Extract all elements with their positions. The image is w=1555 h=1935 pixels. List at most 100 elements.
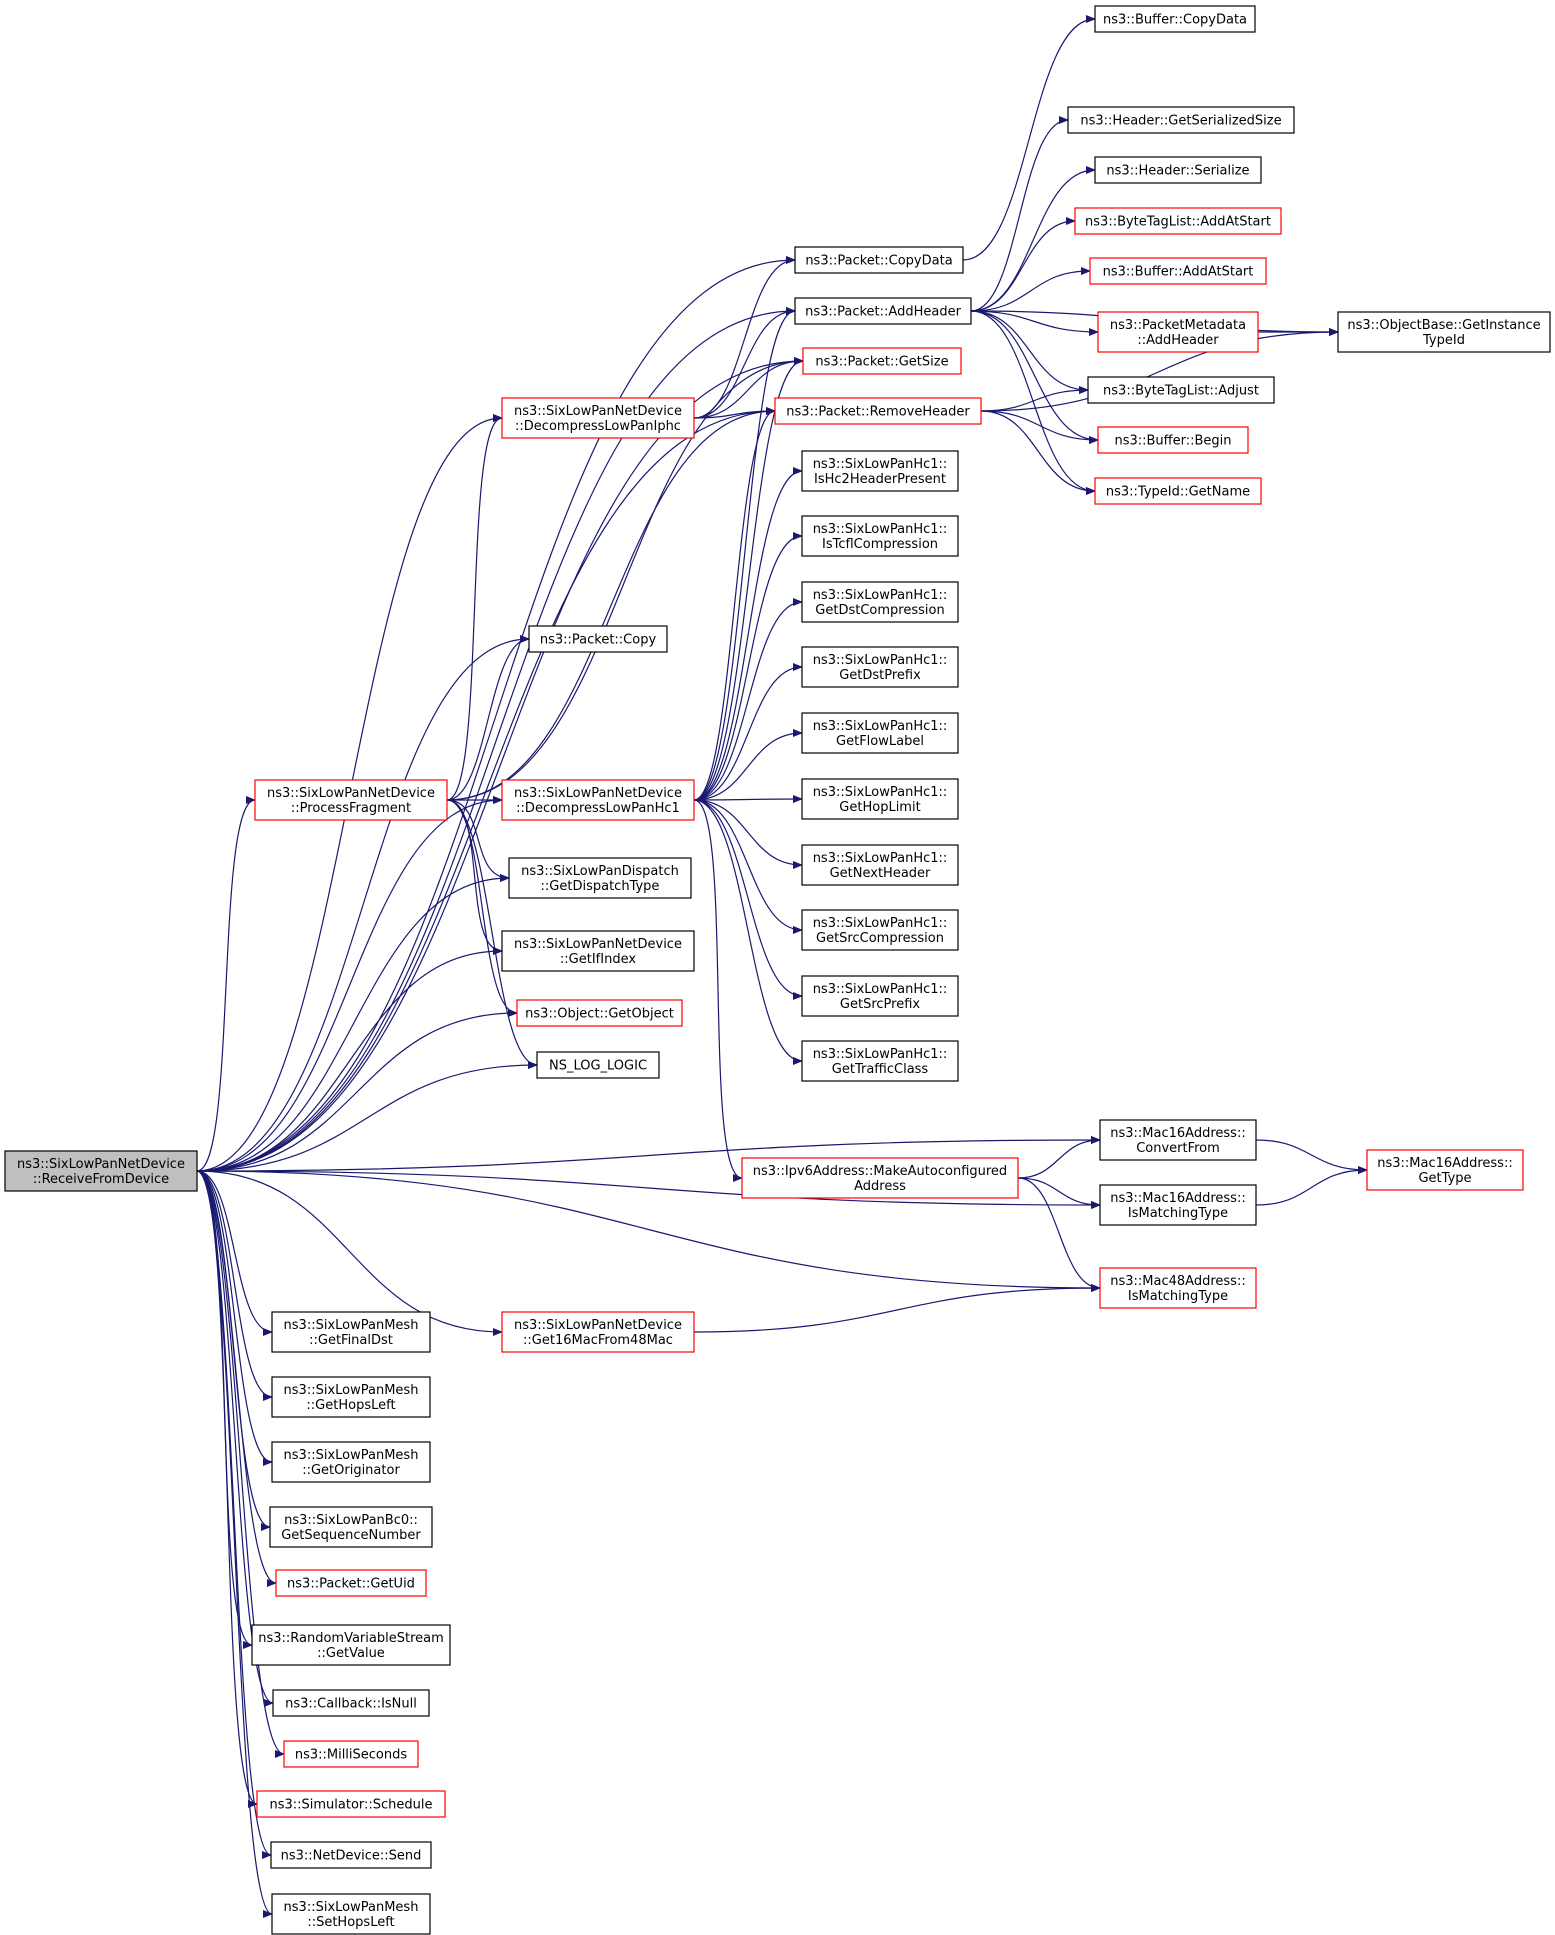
node-packetCopy[interactable]: ns3::Packet::Copy (528, 625, 668, 653)
node-typeIdName[interactable]: ns3::TypeId::GetName (1094, 477, 1262, 505)
node-root[interactable]: ns3::SixLowPanNetDevice::ReceiveFromDevi… (4, 1150, 198, 1192)
node-callbackIsNull[interactable]: ns3::Callback::IsNull (272, 1689, 430, 1717)
node-getDstPrefix[interactable]: ns3::SixLowPanHc1::GetDstPrefix (801, 646, 959, 688)
node-milliSeconds[interactable]: ns3::MilliSeconds (283, 1740, 419, 1768)
node-packetUid[interactable]: ns3::Packet::GetUid (275, 1569, 427, 1597)
edge-decompressHc1-to-isHc2 (693, 467, 803, 801)
node-bufBegin[interactable]: ns3::Buffer::Begin (1097, 426, 1249, 454)
node-removeHeader[interactable]: ns3::Packet::RemoveHeader (774, 397, 982, 425)
node-label-line: ns3::SixLowPanMesh (284, 1383, 419, 1398)
node-btlAddAtStart[interactable]: ns3::ByteTagList::AddAtStart (1074, 207, 1282, 235)
node-pmAddHeader[interactable]: ns3::PacketMetadata::AddHeader (1097, 311, 1259, 353)
node-label-line: ns3::SixLowPanHc1:: (813, 588, 948, 603)
node-mac16GetType[interactable]: ns3::Mac16Address::GetType (1366, 1149, 1524, 1191)
node-getObject[interactable]: ns3::Object::GetObject (516, 999, 683, 1027)
node-label-line: ns3::MilliSeconds (295, 1748, 408, 1763)
node-box (1094, 156, 1262, 184)
node-box (1097, 311, 1259, 353)
node-label-line: GetType (1418, 1171, 1471, 1186)
node-meshFinalDst[interactable]: ns3::SixLowPanMesh::GetFinalDst (271, 1311, 431, 1353)
node-processFragment[interactable]: ns3::SixLowPanNetDevice::ProcessFragment (254, 779, 448, 821)
node-meshOriginator[interactable]: ns3::SixLowPanMesh::GetOriginator (271, 1441, 431, 1483)
node-box (270, 1841, 432, 1869)
node-getTrafficClass[interactable]: ns3::SixLowPanHc1::GetTrafficClass (801, 1040, 959, 1082)
node-box (1099, 1119, 1257, 1161)
node-headerSerialize[interactable]: ns3::Header::Serialize (1094, 156, 1262, 184)
node-box (1087, 376, 1275, 404)
node-box (801, 515, 959, 557)
node-isHc2[interactable]: ns3::SixLowPanHc1::IsHc2HeaderPresent (801, 450, 959, 492)
node-label-line: ns3::Mac16Address:: (1110, 1191, 1245, 1206)
node-label-line: ns3::Packet::GetSize (815, 355, 948, 370)
node-addHeader[interactable]: ns3::Packet::AddHeader (794, 297, 972, 325)
node-label-line: ns3::Header::GetSerializedSize (1080, 114, 1281, 129)
node-btlAdjust[interactable]: ns3::ByteTagList::Adjust (1087, 376, 1275, 404)
node-getHopLimit[interactable]: ns3::SixLowPanHc1::GetHopLimit (801, 778, 959, 820)
node-mac16Matching[interactable]: ns3::Mac16Address::IsMatchingType (1099, 1184, 1257, 1226)
node-label-line: GetDstCompression (815, 603, 944, 618)
node-bufferCopyData[interactable]: ns3::Buffer::CopyData (1094, 5, 1256, 33)
node-meshSetHops[interactable]: ns3::SixLowPanMesh::SetHopsLeft (271, 1893, 431, 1935)
node-meshHopsLeft[interactable]: ns3::SixLowPanMesh::GetHopsLeft (271, 1376, 431, 1418)
node-getSrcComp[interactable]: ns3::SixLowPanHc1::GetSrcCompression (801, 909, 959, 951)
node-box (801, 975, 959, 1017)
edge-decompressHc1-to-getFlowLabel (693, 729, 803, 801)
node-rvsGetValue[interactable]: ns3::RandomVariableStream::GetValue (251, 1624, 451, 1666)
node-label-line: ::GetDispatchType (541, 879, 660, 894)
edge-decompressHc1-to-isTcfl (693, 532, 803, 801)
node-label-line: ::GetValue (317, 1646, 385, 1661)
node-box (269, 1506, 433, 1548)
node-getIfIndex[interactable]: ns3::SixLowPanNetDevice::GetIfIndex (501, 930, 695, 972)
node-label-line: ns3::SixLowPanDispatch (521, 864, 679, 879)
edge-decompressHc1-to-getSize (693, 357, 804, 801)
edge-decompressHc1-to-removeHeader (693, 407, 776, 801)
node-box (516, 999, 683, 1027)
node-getSize[interactable]: ns3::Packet::GetSize (802, 347, 962, 375)
node-getFlowLabel[interactable]: ns3::SixLowPanHc1::GetFlowLabel (801, 712, 959, 754)
edge-processFragment-to-getSize (446, 357, 804, 801)
node-simSchedule[interactable]: ns3::Simulator::Schedule (256, 1790, 446, 1818)
node-get16Mac[interactable]: ns3::SixLowPanNetDevice::Get16MacFrom48M… (501, 1311, 695, 1353)
node-box (4, 1150, 198, 1192)
edge-decompressHc1-to-ipv6Auto (693, 799, 743, 1182)
node-getSrcPrefix[interactable]: ns3::SixLowPanHc1::GetSrcPrefix (801, 975, 959, 1017)
node-decompressIphc[interactable]: ns3::SixLowPanNetDevice::DecompressLowPa… (501, 397, 695, 439)
edge-ipv6Auto-to-mac16Convert (1017, 1136, 1101, 1179)
node-nsLogLogic[interactable]: NS_LOG_LOGIC (536, 1051, 660, 1079)
node-headerSerSize[interactable]: ns3::Header::GetSerializedSize (1067, 106, 1295, 134)
node-decompressHc1[interactable]: ns3::SixLowPanNetDevice::DecompressLowPa… (501, 779, 695, 821)
edge-decompressHc1-to-addHeader (693, 307, 796, 801)
node-label-line: ::DecompressLowPanIphc (515, 419, 681, 434)
node-bufAddAtStart[interactable]: ns3::Buffer::AddAtStart (1089, 257, 1267, 285)
node-mac48Matching[interactable]: ns3::Mac48Address::IsMatchingType (1099, 1267, 1257, 1309)
node-box (1067, 106, 1295, 134)
node-box (801, 844, 959, 886)
edge-root-to-get16Mac (196, 1170, 503, 1336)
edge-decompressHc1-to-getDstPrefix (693, 663, 803, 801)
node-ipv6Auto[interactable]: ns3::Ipv6Address::MakeAutoconfiguredAddr… (741, 1157, 1019, 1199)
node-copyData[interactable]: ns3::Packet::CopyData (794, 246, 964, 274)
node-getDstComp[interactable]: ns3::SixLowPanHc1::GetDstCompression (801, 581, 959, 623)
node-box (1099, 1267, 1257, 1309)
node-isTcfl[interactable]: ns3::SixLowPanHc1::IsTcflCompression (801, 515, 959, 557)
edge-root-to-nsLogLogic (196, 1061, 538, 1172)
edge-root-to-dispatchType (196, 874, 510, 1172)
node-label-line: IsMatchingType (1128, 1289, 1228, 1304)
node-label-line: ns3::Buffer::Begin (1114, 434, 1231, 449)
edge-root-to-mac16Matching (196, 1170, 1101, 1209)
node-label-line: ns3::SixLowPanBc0:: (284, 1513, 418, 1528)
node-mac16Convert[interactable]: ns3::Mac16Address::ConvertFrom (1099, 1119, 1257, 1161)
node-label-line: ns3::SixLowPanHc1:: (813, 457, 948, 472)
edge-decompressHc1-to-getNextHeader (693, 799, 803, 869)
node-netDeviceSend[interactable]: ns3::NetDevice::Send (270, 1841, 432, 1869)
node-dispatchType[interactable]: ns3::SixLowPanDispatch::GetDispatchType (508, 857, 692, 899)
edge-root-to-getObject (196, 1009, 518, 1172)
node-label-line: IsTcflCompression (822, 537, 938, 552)
node-getNextHeader[interactable]: ns3::SixLowPanHc1::GetNextHeader (801, 844, 959, 886)
edge-root-to-addHeader (196, 307, 796, 1172)
node-label-line: ::GetIfIndex (560, 952, 636, 967)
node-label-line: ns3::Packet::Copy (540, 633, 657, 648)
node-bc0Seq[interactable]: ns3::SixLowPanBc0::GetSequenceNumber (269, 1506, 433, 1548)
